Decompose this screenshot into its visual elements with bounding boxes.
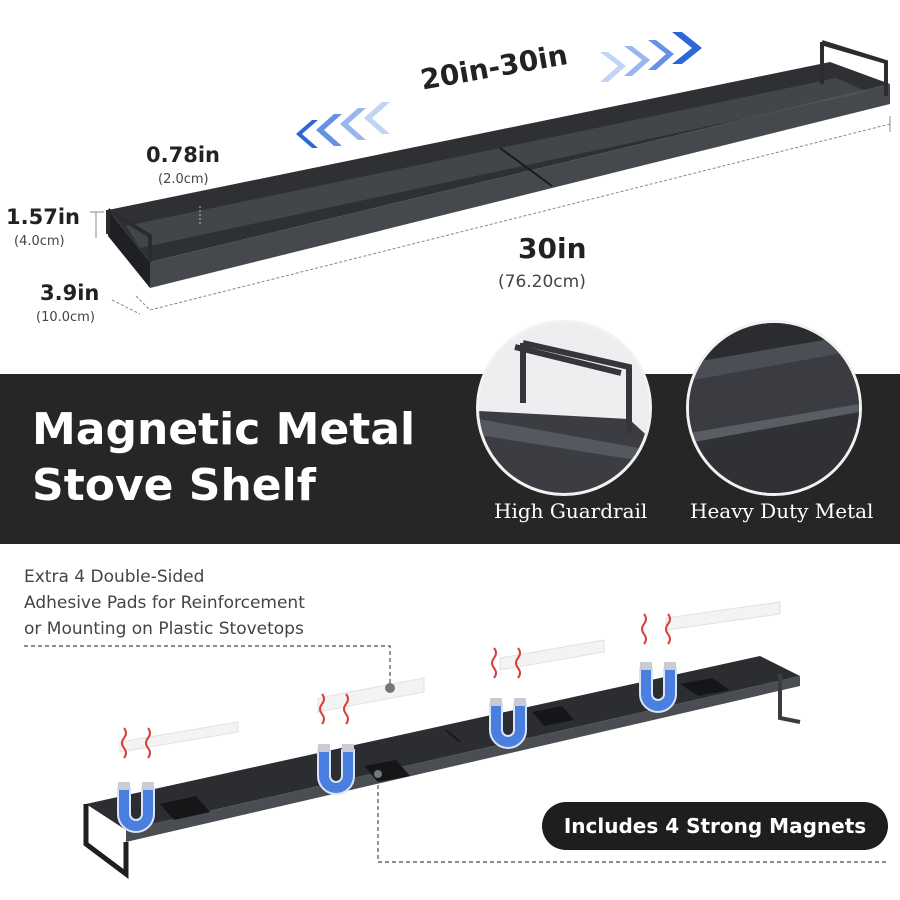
expand-right-arrows-icon [600,32,702,82]
headline-line1: Magnetic Metal [32,404,416,455]
expand-left-arrows-icon [296,102,390,148]
length-metric: (76.20cm) [498,272,586,292]
magnetic-force-icon [121,613,671,759]
headline-line2: Stove Shelf [32,460,316,511]
lip-height-metric: (2.0cm) [158,172,209,187]
magnet-icon-group [117,662,677,833]
guardrail-closeup [476,320,652,496]
shelf-dimension-illustration [90,32,891,315]
right-guardrail [820,40,888,96]
feature-label-metal: Heavy Duty Metal [690,499,874,523]
length-label: 30in [518,232,587,265]
metal-closeup-graphic [689,323,859,493]
depth-label: 3.9in [40,281,100,305]
adhesive-note-line2: Adhesive Pads for Reinforcement [24,593,305,613]
depth-metric: (10.0cm) [36,310,95,325]
magnet-accessory-illustration [24,601,888,879]
left-guardrail [106,208,152,262]
adhesive-note-line1: Extra 4 Double-Sided [24,567,205,587]
adhesive-note-line3: or Mounting on Plastic Stovetops [24,619,304,639]
shelf-body [108,62,890,288]
feature-label-guardrail: High Guardrail [494,499,648,523]
rail-height-metric: (4.0cm) [14,234,65,249]
bottom-shelf [83,656,801,879]
guardrail-closeup-graphic [479,323,649,493]
lip-height-label: 0.78in [146,143,220,167]
metal-closeup [686,320,862,496]
rail-height-label: 1.57in [6,205,80,229]
magnets-included-badge: Includes 4 Strong Magnets [542,802,888,850]
